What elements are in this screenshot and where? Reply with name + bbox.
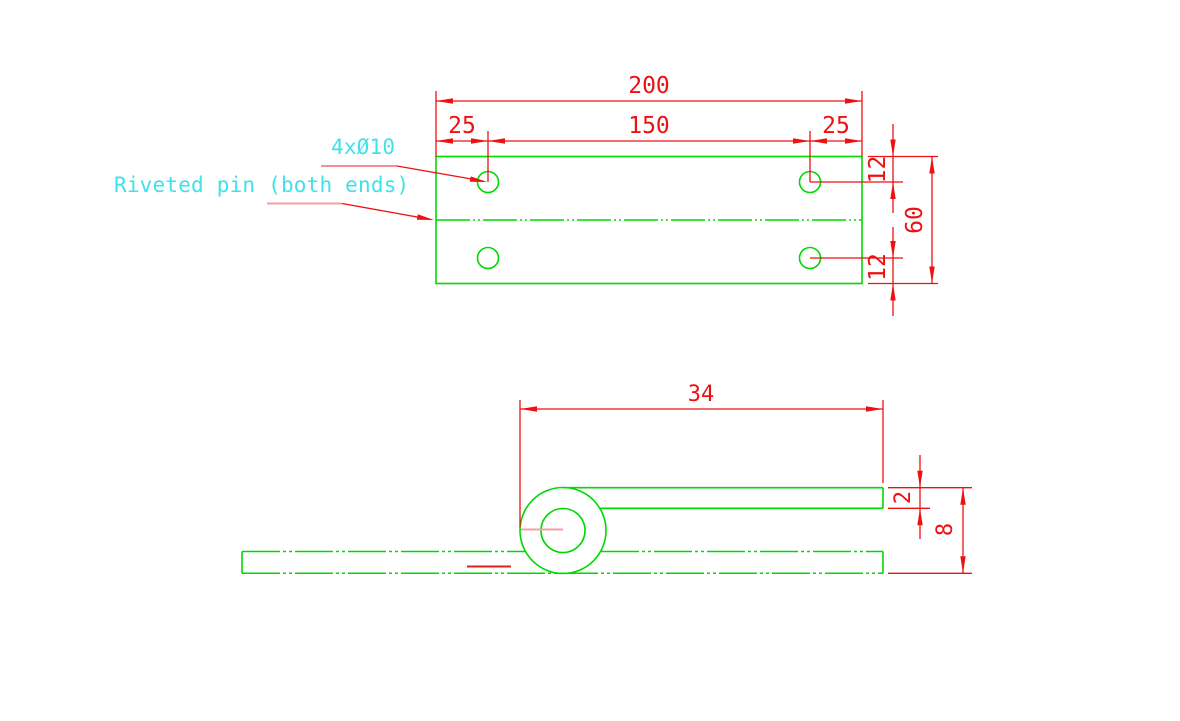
hole-bottom-left xyxy=(476,246,500,270)
arrowhead xyxy=(845,98,862,104)
dim-label: 200 xyxy=(628,73,670,99)
arrowhead xyxy=(890,241,896,258)
arrowhead xyxy=(917,470,923,488)
dim-label: 2 xyxy=(891,491,916,504)
knuckle-inner-circle xyxy=(540,507,586,554)
dim-overall-width: 200 xyxy=(435,73,863,157)
arrowhead xyxy=(488,138,505,144)
arrowhead xyxy=(929,156,935,174)
dim-label: 34 xyxy=(688,382,715,407)
pin-note-label: Riveted pin (both ends) xyxy=(114,173,409,197)
arrowhead xyxy=(436,138,453,144)
arrowhead xyxy=(890,182,896,199)
arrowhead xyxy=(866,406,883,412)
arrowhead xyxy=(845,138,862,144)
arrowhead xyxy=(960,556,966,574)
dim-label: 25 xyxy=(448,113,476,139)
arrowhead xyxy=(890,139,896,157)
arrowhead xyxy=(436,98,453,104)
arrowhead xyxy=(520,406,537,412)
leader-arrowhead xyxy=(469,176,487,182)
dim-hole-row-bottom: 12 xyxy=(865,227,896,316)
dim-overall-height: 60 xyxy=(902,156,935,284)
dim-right-extensions xyxy=(810,155,938,285)
dim-hole-offsets: 25 150 25 xyxy=(436,113,862,182)
leader-line xyxy=(396,165,484,182)
top-view: 200 25 150 25 xyxy=(114,73,938,316)
leader-arrowhead xyxy=(416,214,434,220)
hole-callout-label: 4xØ10 xyxy=(331,135,395,159)
dim-overall-thickness: 8 xyxy=(888,487,972,574)
dim-label: 25 xyxy=(822,113,850,139)
dim-label: 150 xyxy=(628,113,670,139)
knuckle-outer-circle xyxy=(519,486,607,575)
dim-hole-row-top: 12 xyxy=(865,124,896,213)
arrowhead xyxy=(917,508,923,526)
dim-leaf-length: 34 xyxy=(519,382,884,527)
side-view: 34 2 8 xyxy=(241,382,972,575)
dim-label: 8 xyxy=(933,523,958,536)
arrowhead xyxy=(929,266,935,284)
dim-label: 12 xyxy=(865,156,891,184)
dim-leaf-thickness: 2 xyxy=(888,455,972,539)
dim-label: 60 xyxy=(902,206,928,234)
arrowhead xyxy=(810,138,827,144)
arrowhead xyxy=(890,283,896,301)
arrowhead xyxy=(471,138,488,144)
arrowhead xyxy=(793,138,810,144)
dim-label: 12 xyxy=(865,253,891,281)
callout-holes: 4xØ10 xyxy=(321,135,487,182)
arrowhead xyxy=(960,487,966,505)
leader-line xyxy=(341,202,431,220)
callout-riveted-pin: Riveted pin (both ends) xyxy=(114,173,434,220)
